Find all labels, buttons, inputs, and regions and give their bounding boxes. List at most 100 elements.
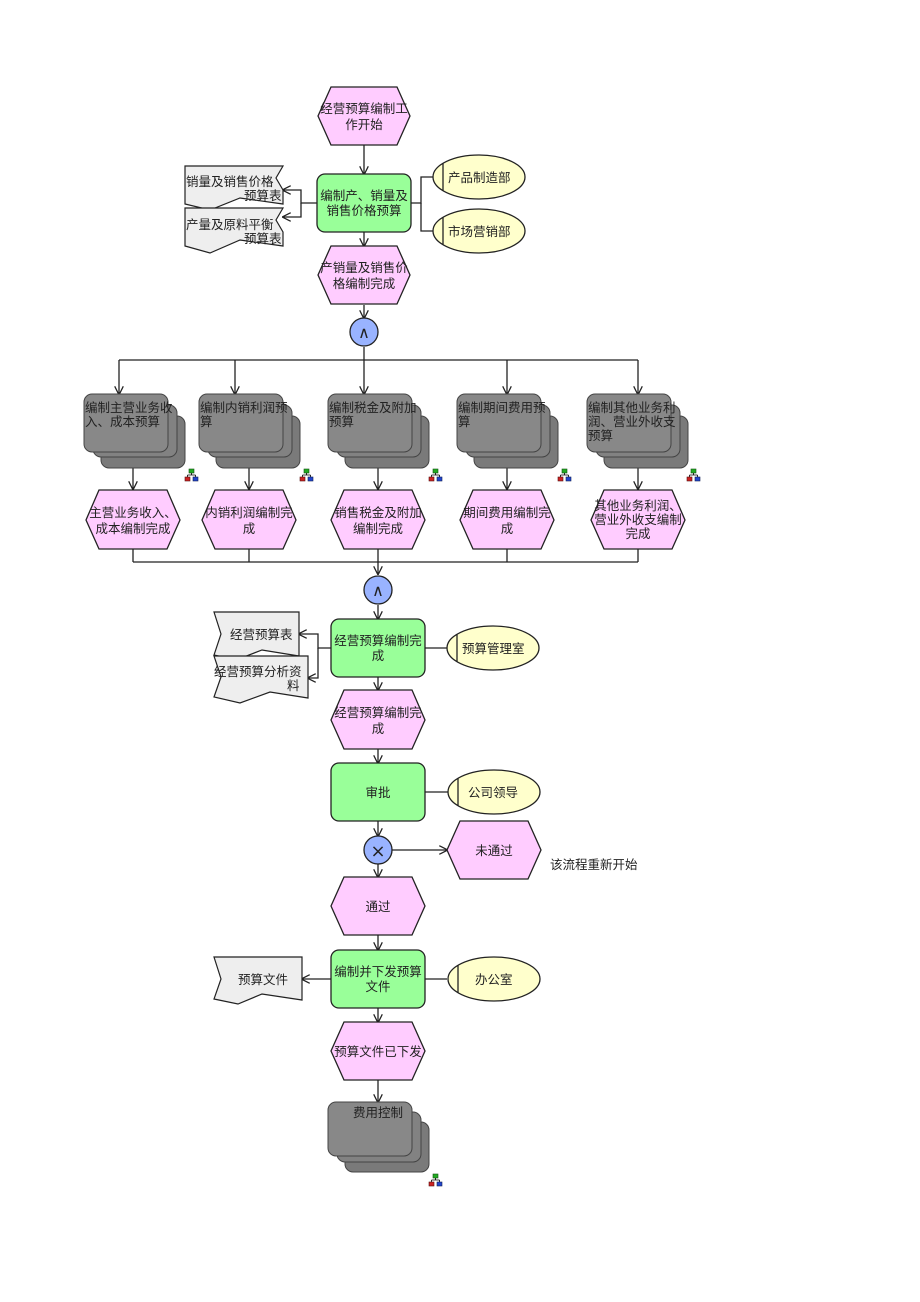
hierarchy-icon[interactable]	[428, 468, 443, 482]
event-not-passed[interactable]: 未通过	[446, 820, 542, 880]
event-tax-done[interactable]: 销售税金及附加编制完成	[330, 489, 426, 550]
and-connector-join[interactable]: ∧	[363, 575, 393, 605]
event-e2-line-1: 内销利润编制完	[205, 505, 293, 520]
process-period-expense-budget[interactable]: 编制期间费用预算	[456, 393, 559, 469]
svg-text:经营预算编制完成: 经营预算编制完成	[334, 705, 422, 736]
event-e3-line-1: 销售税金及附加	[334, 505, 422, 520]
document-production-balance-table[interactable]: 产量及原料平衡预算表	[184, 207, 285, 254]
xor-connector-symbol: ×	[370, 841, 385, 862]
org-unit-budget-office[interactable]: 预算管理室	[446, 625, 540, 671]
event-sales-done-line-2: 格编制完成	[333, 276, 396, 291]
function-f2-line-2: 成	[372, 648, 385, 663]
svg-text:产销量及销售价格编制完成: 产销量及销售价格编制完成	[320, 260, 408, 291]
event-operating-budget-done[interactable]: 经营预算编制完成	[330, 689, 426, 750]
event-domestic-profit-done[interactable]: 内销利润编制完成	[201, 489, 297, 550]
event-issued-label: 预算文件已下发	[334, 1044, 422, 1059]
org-unit-marketing[interactable]: 市场营销部	[432, 208, 526, 254]
svg-text:期间费用编制完成: 期间费用编制完成	[463, 505, 551, 536]
event-e1-line-1: 主营业务收入、	[89, 505, 177, 520]
xor-connector[interactable]: ×	[363, 835, 393, 865]
process-p5-line-3: 预算	[588, 428, 613, 443]
svg-text:经营预算分析资料: 经营预算分析资料	[214, 664, 302, 693]
connection-lines	[119, 145, 638, 1102]
hierarchy-icon[interactable]	[428, 1173, 443, 1187]
hierarchy-icon[interactable]	[686, 468, 701, 482]
event-e3-line-2: 编制完成	[353, 521, 403, 536]
event-period-expense-done[interactable]: 期间费用编制完成	[459, 489, 555, 550]
svg-text:销量及销售价格预算表: 销量及销售价格预算表	[186, 174, 282, 203]
document-sales-price-table[interactable]: 销量及销售价格预算表	[184, 165, 285, 211]
svg-text:编制主营业务收入、成本预算: 编制主营业务收入、成本预算	[85, 400, 173, 429]
process-tax-budget[interactable]: 编制税金及附加预算	[327, 393, 430, 469]
svg-text:编制期间费用预算: 编制期间费用预算	[458, 400, 546, 429]
org-unit-manufacturing[interactable]: 产品制造部	[432, 154, 526, 200]
event-e5-line-2: 营业外收支编制	[594, 512, 682, 527]
function-approval[interactable]: 审批	[330, 762, 426, 822]
document-budget-file[interactable]: 预算文件	[213, 956, 303, 1005]
document-d1-line-2: 预算表	[244, 188, 282, 203]
event-budget-issued[interactable]: 预算文件已下发	[330, 1021, 426, 1081]
org-unit-office[interactable]: 办公室	[447, 956, 541, 1002]
process-p4-line-2: 算	[458, 414, 471, 429]
event-other-profit-done[interactable]: 其他业务利润、营业外收支编制完成	[590, 489, 686, 550]
process-p3-line-2: 预算	[329, 414, 354, 429]
document-d1-line-1: 销量及销售价格	[186, 174, 274, 189]
event-e5-line-1: 其他业务利润、	[594, 498, 682, 513]
hierarchy-icon[interactable]	[557, 468, 572, 482]
event-e4-line-1: 期间费用编制完	[463, 505, 551, 520]
document-operating-budget-table[interactable]: 经营预算表	[213, 611, 300, 661]
document-d4-line-1: 经营预算分析资	[214, 664, 302, 679]
event-main-business-done[interactable]: 主营业务收入、成本编制完成	[85, 489, 181, 550]
process-p2-line-1: 编制内销利润预	[200, 400, 288, 415]
svg-text:编制其他业务利润、营业外收支预算: 编制其他业务利润、营业外收支预算	[588, 400, 676, 443]
event-sales-done-line-1: 产销量及销售价	[320, 260, 408, 275]
function-operating-budget[interactable]: 经营预算编制完成	[330, 618, 426, 678]
event-start-line-1: 经营预算编制工	[320, 101, 408, 116]
hierarchy-icon[interactable]	[299, 468, 314, 482]
document-d4-line-2: 料	[287, 678, 300, 693]
process-p3-line-1: 编制税金及附加	[329, 400, 417, 415]
and-connector-split-symbol: ∧	[358, 323, 370, 342]
and-connector-join-symbol: ∧	[372, 581, 384, 600]
function-issue-budget-file[interactable]: 编制并下发预算文件	[330, 949, 426, 1009]
document-d2-line-1: 产量及原料平衡	[186, 217, 274, 232]
svg-text:经营预算编制完成: 经营预算编制完成	[334, 633, 422, 663]
svg-text:经营预算编制工作开始: 经营预算编制工作开始	[320, 101, 408, 132]
svg-text:主营业务收入、成本编制完成: 主营业务收入、成本编制完成	[89, 505, 177, 536]
process-p6-label: 费用控制	[353, 1105, 403, 1120]
process-domestic-profit-budget[interactable]: 编制内销利润预算	[198, 393, 301, 469]
hierarchy-icons	[184, 468, 701, 1187]
event-start[interactable]: 经营预算编制工作开始	[317, 86, 411, 146]
process-other-profit-budget[interactable]: 编制其他业务利润、营业外收支预算	[586, 393, 689, 469]
event-sales-done[interactable]: 产销量及销售价格编制完成	[317, 245, 411, 305]
document-d5-label: 预算文件	[238, 972, 288, 987]
hierarchy-icon[interactable]	[184, 468, 199, 482]
org-unit-o5-label: 办公室	[475, 972, 513, 987]
org-unit-o1-label: 产品制造部	[448, 170, 511, 185]
event-op-done-line-2: 成	[372, 721, 385, 736]
svg-text:销售税金及附加编制完成: 销售税金及附加编制完成	[334, 505, 422, 536]
event-not-passed-label: 未通过	[475, 843, 513, 858]
svg-text:编制税金及附加预算: 编制税金及附加预算	[329, 400, 417, 429]
process-p5-line-2: 润、营业外收支	[588, 414, 676, 429]
svg-text:编制产、销量及销售价格预算: 编制产、销量及销售价格预算	[320, 188, 408, 218]
event-passed-label: 通过	[365, 899, 391, 914]
document-d3-label: 经营预算表	[230, 627, 293, 642]
svg-text:其他业务利润、营业外收支编制完成: 其他业务利润、营业外收支编制完成	[594, 498, 682, 541]
and-connector-split[interactable]: ∧	[349, 317, 379, 347]
event-e2-line-2: 成	[243, 521, 256, 536]
process-p1-line-1: 编制主营业务收	[85, 400, 173, 415]
function-f1-line-2: 销售价格预算	[326, 203, 401, 218]
process-p1-line-2: 入、成本预算	[85, 414, 160, 429]
process-main-business-budget[interactable]: 编制主营业务收入、成本预算	[83, 393, 186, 469]
function-sales-price-budget[interactable]: 编制产、销量及销售价格预算	[316, 173, 412, 233]
org-unit-o4-label: 公司领导	[468, 785, 518, 800]
document-operating-analysis[interactable]: 经营预算分析资料	[213, 655, 309, 704]
process-expense-control[interactable]: 费用控制	[327, 1101, 430, 1173]
svg-text:编制并下发预算文件: 编制并下发预算文件	[334, 964, 422, 994]
event-passed[interactable]: 通过	[330, 876, 426, 936]
function-f4-line-2: 文件	[365, 979, 390, 994]
org-unit-company-leaders[interactable]: 公司领导	[447, 769, 541, 815]
event-e1-line-2: 成本编制完成	[95, 521, 170, 536]
